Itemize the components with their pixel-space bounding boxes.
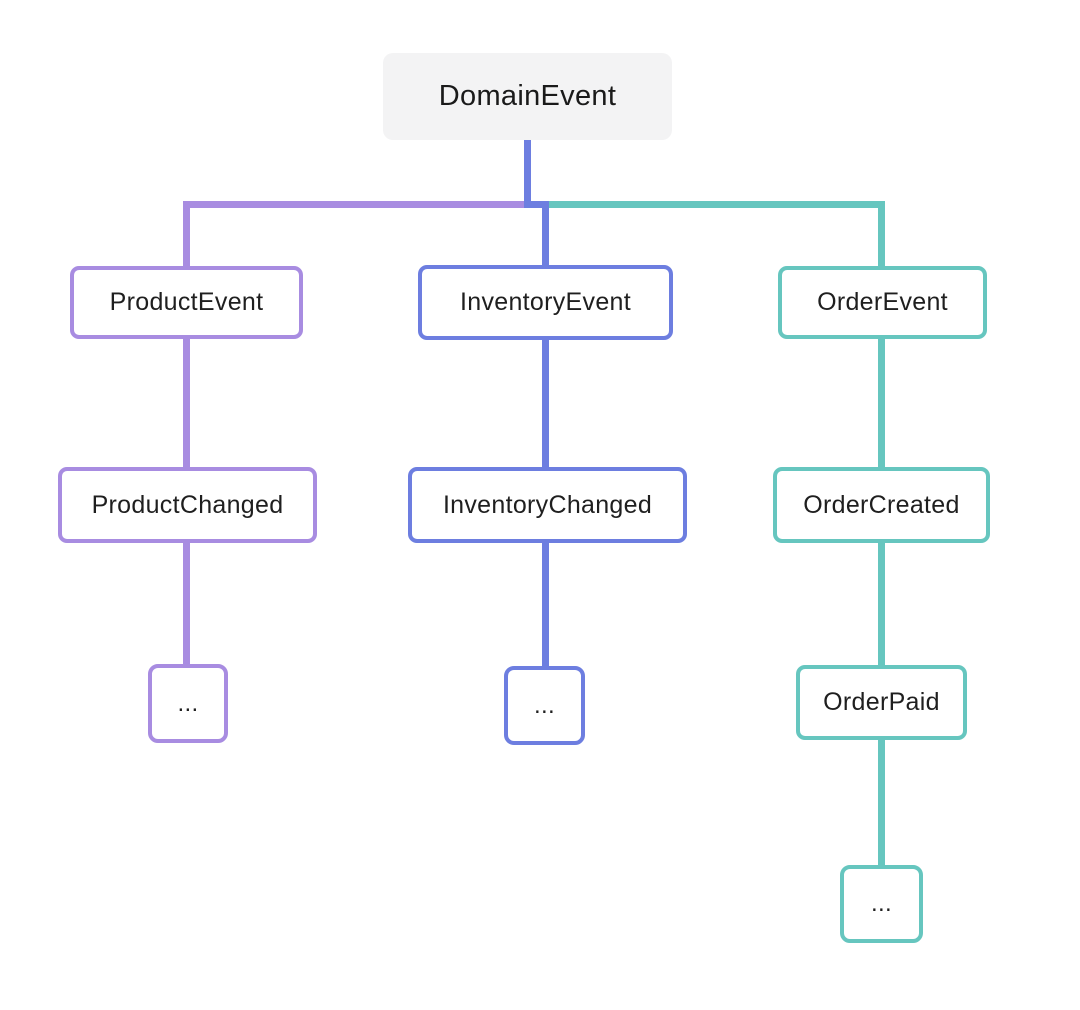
node-order-paid: OrderPaid	[796, 665, 967, 740]
connector-rail-left	[183, 201, 531, 208]
connector-productchanged-to-more	[183, 542, 190, 665]
node-inventory-changed: InventoryChanged	[408, 467, 687, 543]
connector-productevent-to-productchanged	[183, 338, 190, 468]
connector-domainevent-down	[524, 140, 531, 208]
node-order-event: OrderEvent	[778, 266, 987, 339]
node-order-more: ...	[840, 865, 923, 943]
node-product-changed: ProductChanged	[58, 467, 317, 543]
connector-junction-jog	[524, 201, 549, 208]
connector-orderpaid-to-more	[878, 739, 885, 866]
node-product-more: ...	[148, 664, 228, 743]
node-domain-event: DomainEvent	[383, 53, 672, 140]
connector-rail-to-orderevent	[878, 201, 885, 267]
connector-rail-to-inventoryevent	[542, 201, 549, 266]
connector-rail-right	[548, 201, 885, 208]
node-inventory-more: ...	[504, 666, 585, 745]
connector-ordercreated-to-orderpaid	[878, 542, 885, 666]
connector-rail-to-productevent	[183, 201, 190, 267]
node-order-created: OrderCreated	[773, 467, 990, 543]
connector-inventorychanged-to-more	[542, 542, 549, 667]
node-inventory-event: InventoryEvent	[418, 265, 673, 340]
connector-orderevent-to-ordercreated	[878, 338, 885, 468]
node-product-event: ProductEvent	[70, 266, 303, 339]
connector-inventoryevent-to-inventorychanged	[542, 339, 549, 468]
